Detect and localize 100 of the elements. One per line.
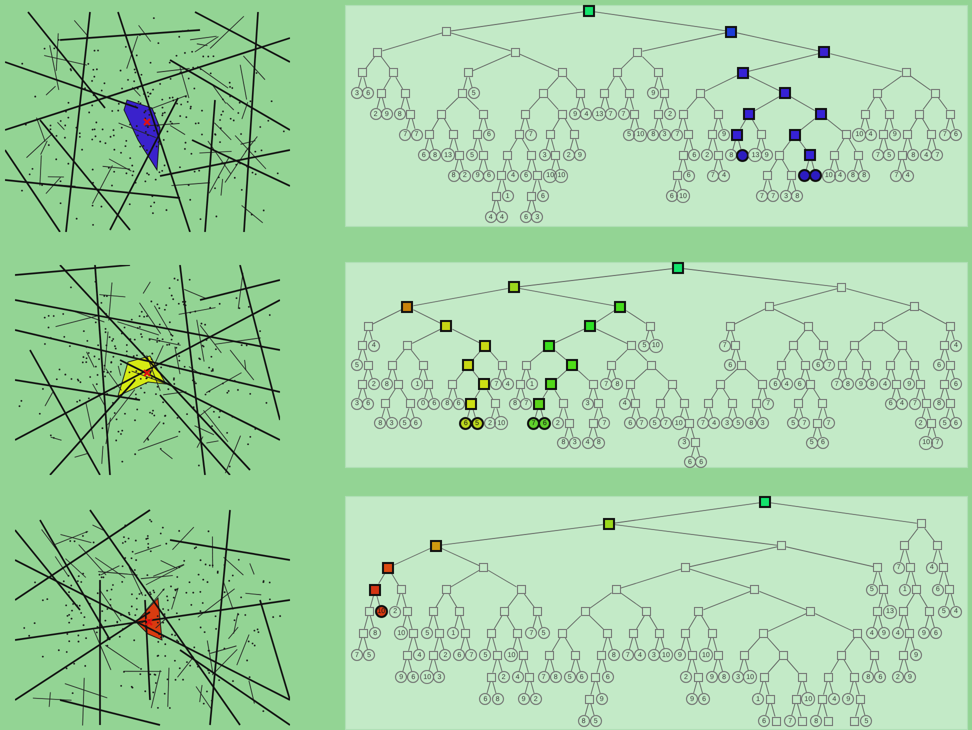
- highlighted-node: [614, 300, 626, 313]
- tree-node: [691, 438, 700, 448]
- tree-node: [696, 88, 706, 98]
- tree-node: [905, 628, 914, 638]
- tree-node: [597, 650, 606, 660]
- tree-node: [804, 322, 813, 331]
- tree-node: [678, 150, 688, 160]
- highlighted-node: [478, 378, 490, 390]
- tree-node: [837, 282, 846, 292]
- tree-node: [752, 399, 762, 408]
- tree-node: [824, 672, 833, 682]
- tree-node: [533, 607, 542, 616]
- tree-node: [850, 341, 859, 350]
- tree-node: [873, 607, 882, 616]
- tree-node: [612, 68, 622, 78]
- tree-node: [788, 341, 798, 350]
- tree-node: [564, 418, 574, 428]
- tree-node: [497, 171, 506, 180]
- tree-node: [759, 628, 768, 638]
- tree-node: [491, 399, 500, 408]
- tree-node: [588, 418, 598, 428]
- tree-node: [902, 68, 911, 78]
- tree-node: [830, 150, 839, 160]
- tree-node: [492, 192, 501, 201]
- tree-node: [358, 341, 368, 350]
- highlighted-node: [401, 300, 414, 313]
- tree-node: [731, 341, 740, 350]
- tree-node: [600, 88, 610, 98]
- tree-node: [442, 585, 451, 594]
- tree-node: [654, 68, 664, 78]
- tree-node: [668, 380, 677, 389]
- tree-node: [402, 607, 412, 616]
- tree-node: [874, 322, 884, 331]
- tree-node: [660, 88, 669, 98]
- tree-node: [850, 716, 859, 726]
- tree-node: [740, 650, 749, 660]
- tree-node: [434, 628, 444, 638]
- tree-node: [879, 585, 888, 594]
- tree-node: [806, 607, 816, 616]
- tree-node: [633, 48, 642, 57]
- tree-node: [922, 399, 931, 408]
- tree-node: [776, 360, 786, 370]
- tree-node: [800, 360, 810, 370]
- tree-node: [860, 110, 870, 118]
- tree-node: [646, 322, 655, 331]
- tree-node: [853, 628, 862, 638]
- tree-node: [708, 130, 718, 140]
- tree-node: [884, 110, 894, 118]
- tree-node: [818, 399, 828, 408]
- tree-node: [527, 192, 536, 201]
- tree-node: [630, 110, 640, 118]
- highlighted-node: [582, 5, 595, 17]
- highlighted-node: [814, 108, 827, 120]
- highlighted-node: [725, 26, 738, 38]
- tree-node: [714, 110, 723, 118]
- tree-node: [812, 418, 822, 428]
- tree-node: [364, 607, 374, 616]
- tree-node: [655, 628, 664, 638]
- tree-node: [756, 130, 766, 140]
- tree-node: [400, 88, 410, 98]
- tree-node: [850, 672, 859, 682]
- tree-node: [513, 628, 522, 638]
- tree-node: [588, 380, 598, 389]
- highlighted-node: [382, 562, 394, 574]
- tree-node: [388, 68, 398, 78]
- tree-node: [576, 88, 586, 98]
- tree-node: [777, 541, 786, 550]
- highlighted-node: [818, 46, 830, 58]
- tree-node: [681, 628, 690, 638]
- tree-node: [629, 628, 638, 638]
- highlighted-node: [543, 340, 556, 352]
- tree-node: [627, 341, 636, 350]
- tree-node: [525, 672, 534, 682]
- tree-node: [766, 694, 775, 704]
- tree-node: [558, 628, 568, 638]
- tree-node: [442, 27, 452, 36]
- tree-node: [406, 399, 415, 408]
- tree-node: [642, 607, 652, 616]
- highlighted-node: [672, 262, 684, 274]
- tree-node: [856, 694, 865, 704]
- highlighted-node: [508, 281, 520, 294]
- tree-node: [388, 360, 397, 370]
- tree-node: [516, 585, 526, 594]
- tree-node: [873, 563, 882, 572]
- tree-node: [737, 360, 746, 370]
- tree-node: [764, 302, 774, 312]
- tree-node: [925, 607, 934, 616]
- tree-node: [376, 88, 386, 98]
- tree-node: [680, 399, 689, 408]
- tree-node: [772, 716, 781, 726]
- tree-node: [870, 650, 879, 660]
- tree-node: [612, 585, 621, 594]
- tree-node: [551, 150, 560, 160]
- tree-node: [899, 607, 908, 616]
- tree-node: [714, 150, 723, 160]
- tree-node: [558, 399, 568, 408]
- tree-node: [486, 628, 496, 638]
- highlighted-node: [759, 496, 772, 508]
- tree-node: [694, 672, 703, 682]
- tree-node: [418, 360, 428, 370]
